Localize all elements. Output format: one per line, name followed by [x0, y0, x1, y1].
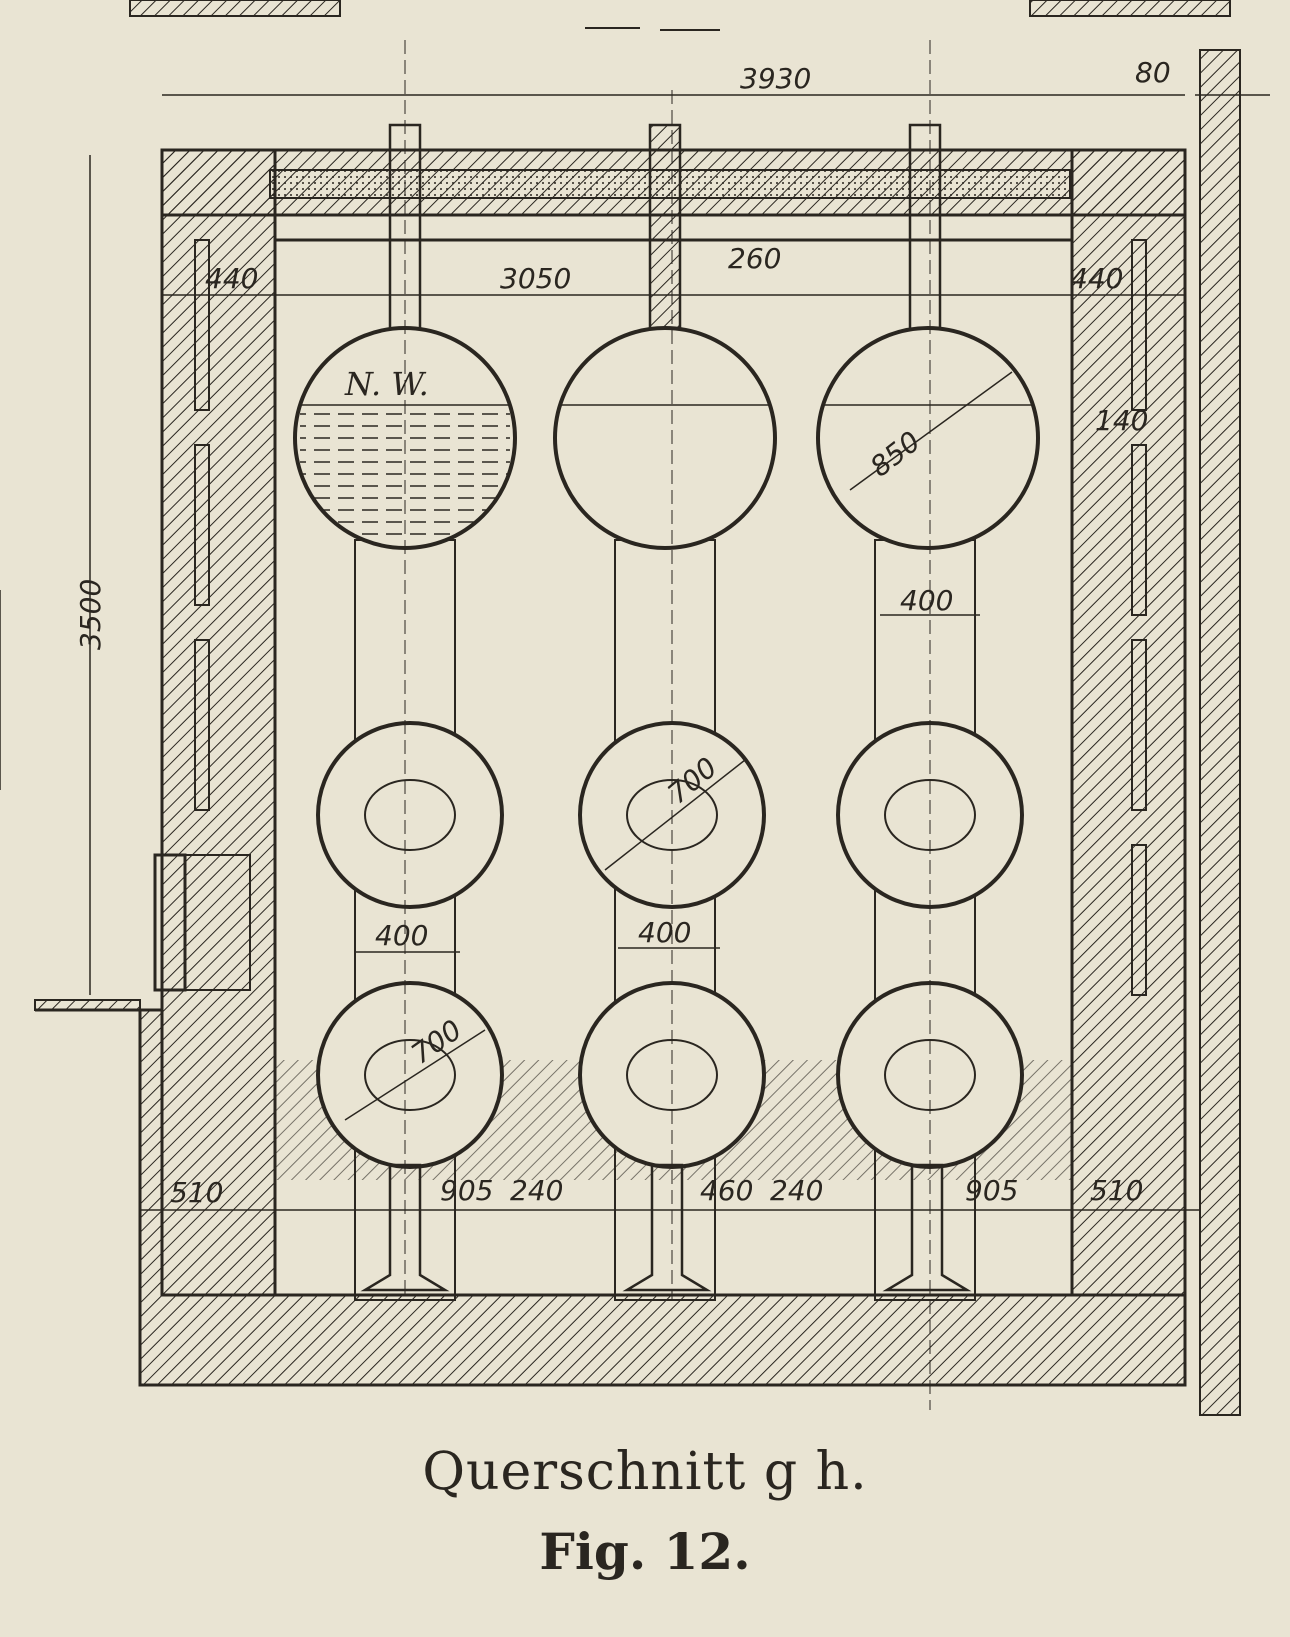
- figure-caption: Querschnitt g h.: [422, 1442, 868, 1502]
- dim-base-240-left: 240: [510, 1174, 563, 1207]
- dim-right-wall-top: 440: [1070, 262, 1123, 295]
- dim-base-905-right: 905: [965, 1174, 1018, 1207]
- dim-inner-width: 3050: [500, 262, 571, 295]
- dim-outer-gap: 80: [1135, 56, 1171, 89]
- dimension-lines: [0, 94, 1270, 1211]
- dim-tube-width-left: 400: [375, 919, 428, 952]
- dim-drum-gap: 140: [1095, 404, 1148, 437]
- dim-base-left: 510: [170, 1176, 223, 1209]
- dim-base-mid: 460: [700, 1174, 753, 1207]
- dim-base-905-left: 905: [440, 1174, 493, 1207]
- dim-left-wall-top: 440: [205, 262, 258, 295]
- drum-columns: [293, 40, 1040, 1410]
- figure-label: Fig. 12.: [539, 1522, 751, 1581]
- top-edge-fragments: [129, 0, 1231, 31]
- dim-overall-width: 3930: [740, 62, 811, 95]
- dim-base-240-right: 240: [770, 1174, 823, 1207]
- drum-label: N. W.: [344, 365, 429, 403]
- dim-tube-width-mid: 400: [638, 916, 691, 949]
- dim-flue: 260: [728, 242, 781, 275]
- dim-base-right: 510: [1090, 1174, 1143, 1207]
- dim-height: 3500: [74, 579, 107, 650]
- dim-tube-width-right: 400: [900, 584, 953, 617]
